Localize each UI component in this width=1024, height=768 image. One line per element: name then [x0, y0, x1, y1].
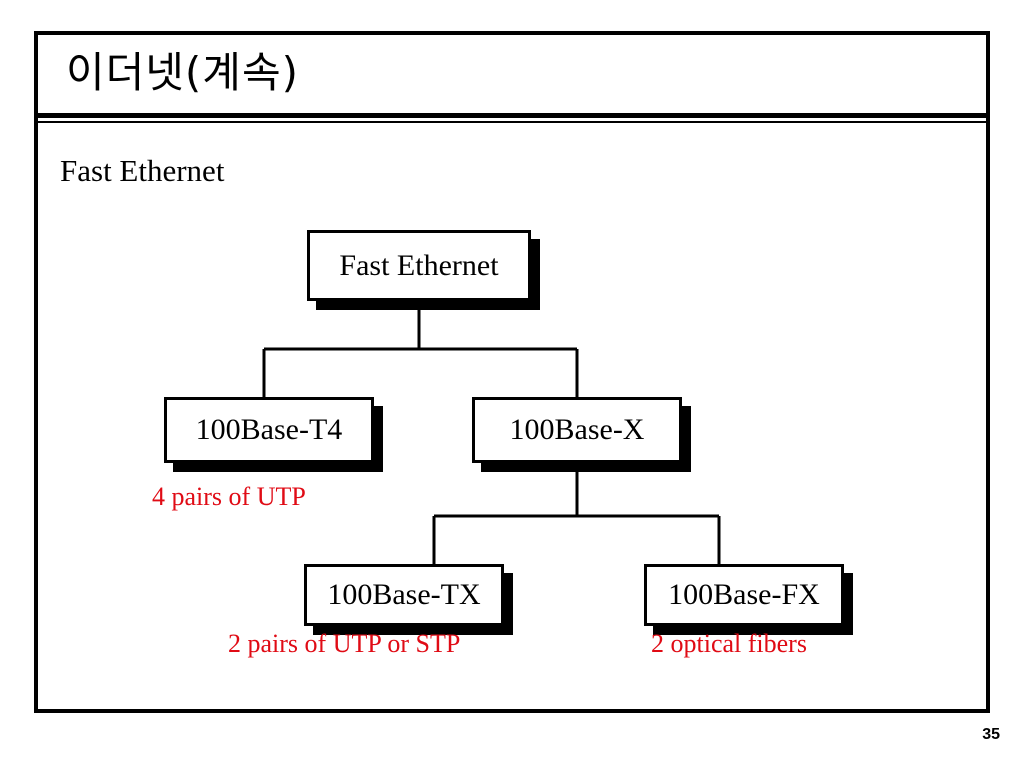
node-100base-x[interactable]: 100Base-X [472, 397, 682, 463]
node-fast-ethernet[interactable]: Fast Ethernet [307, 230, 531, 301]
caption-100base-t4: 4 pairs of UTP [152, 482, 306, 511]
page-number: 35 [982, 726, 1000, 743]
slide-title-area: 이더넷(계속) [38, 35, 986, 113]
node-100base-t4[interactable]: 100Base-T4 [164, 397, 374, 463]
slide-frame: 이더넷(계속) Fast Ethernet Fast Ethernet [34, 31, 990, 713]
node-label: 100Base-T4 [195, 413, 343, 446]
divider-thin-line [38, 121, 986, 123]
node-label: 100Base-TX [327, 578, 481, 611]
caption-100base-fx: 2 optical fibers [651, 629, 807, 658]
page-title: 이더넷(계속) [66, 48, 299, 97]
title-divider [38, 113, 986, 125]
section-subtitle: Fast Ethernet [60, 153, 225, 188]
node-100base-tx[interactable]: 100Base-TX [304, 564, 504, 626]
node-100base-fx[interactable]: 100Base-FX [644, 564, 844, 626]
diagram-connectors [262, 301, 721, 564]
node-label: 100Base-FX [668, 578, 820, 611]
fast-ethernet-tree-diagram: Fast Ethernet 100Base-T4 100Base-X 100Ba… [38, 35, 990, 709]
node-label: Fast Ethernet [339, 248, 499, 282]
node-label: 100Base-X [509, 413, 645, 446]
divider-thick-line [38, 113, 986, 118]
caption-100base-tx: 2 pairs of UTP or STP [228, 629, 461, 658]
